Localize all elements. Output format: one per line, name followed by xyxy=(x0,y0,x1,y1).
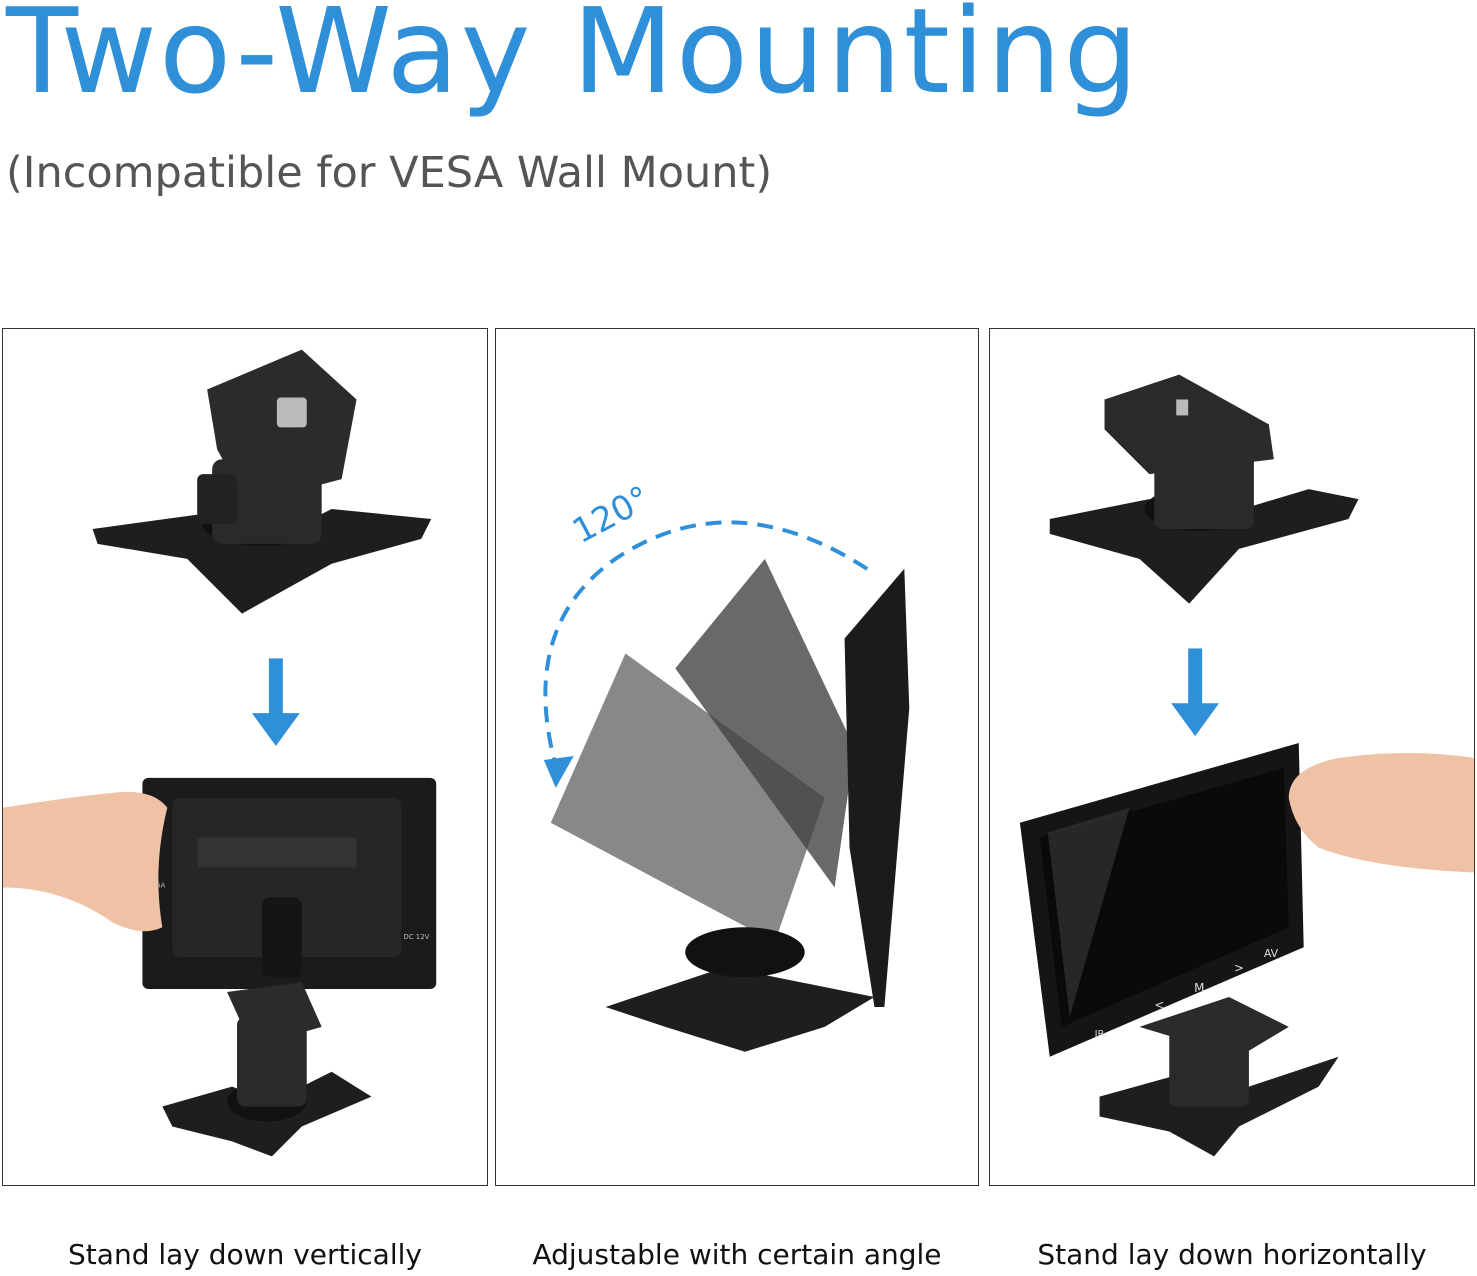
monitor-ghost-2 xyxy=(675,558,855,888)
page-title: Two-Way Mounting xyxy=(6,0,1141,120)
arc-arrow-icon xyxy=(543,756,574,788)
stand-top xyxy=(1049,374,1359,604)
hand-left xyxy=(3,791,168,932)
monitor-upright xyxy=(844,568,910,1007)
angle-label: 120° xyxy=(566,478,656,551)
panel-horizontal: IR < M > AV xyxy=(989,328,1475,1186)
page-subtitle: (Incompatible for VESA Wall Mount) xyxy=(6,148,773,198)
button-av: AV xyxy=(1264,947,1279,960)
stand-bottom xyxy=(162,982,372,1157)
button-menu: M xyxy=(1194,981,1204,995)
monitor-label-dc: DC 12V xyxy=(403,933,429,941)
monitor-front: IR < M > AV xyxy=(1019,743,1304,1057)
hand-right xyxy=(1288,753,1474,873)
caption-vertical: Stand lay down vertically xyxy=(68,1238,422,1271)
down-arrow-icon xyxy=(1171,648,1220,737)
stand-bottom xyxy=(1099,997,1339,1157)
button-next: > xyxy=(1234,961,1244,975)
monitor-ghost-1 xyxy=(550,653,825,943)
horizontal-mount-illustration: IR < M > AV xyxy=(1019,374,1474,1157)
panel-vertical: AV VGA DC 12V xyxy=(2,328,488,1186)
button-prev: < xyxy=(1154,998,1164,1012)
down-arrow-icon xyxy=(251,658,300,747)
monitor-back: AV VGA DC 12V xyxy=(142,777,437,990)
angle-adjust-illustration: 120° xyxy=(543,478,910,1052)
button-ir: IR xyxy=(1095,1029,1105,1040)
panel-angle: 120° xyxy=(495,328,979,1186)
stand-base xyxy=(605,927,875,1052)
caption-angle: Adjustable with certain angle xyxy=(532,1238,942,1271)
stand-top xyxy=(92,349,432,614)
vertical-mount-illustration: AV VGA DC 12V xyxy=(3,349,437,1157)
caption-horizontal: Stand lay down horizontally xyxy=(1037,1238,1427,1271)
